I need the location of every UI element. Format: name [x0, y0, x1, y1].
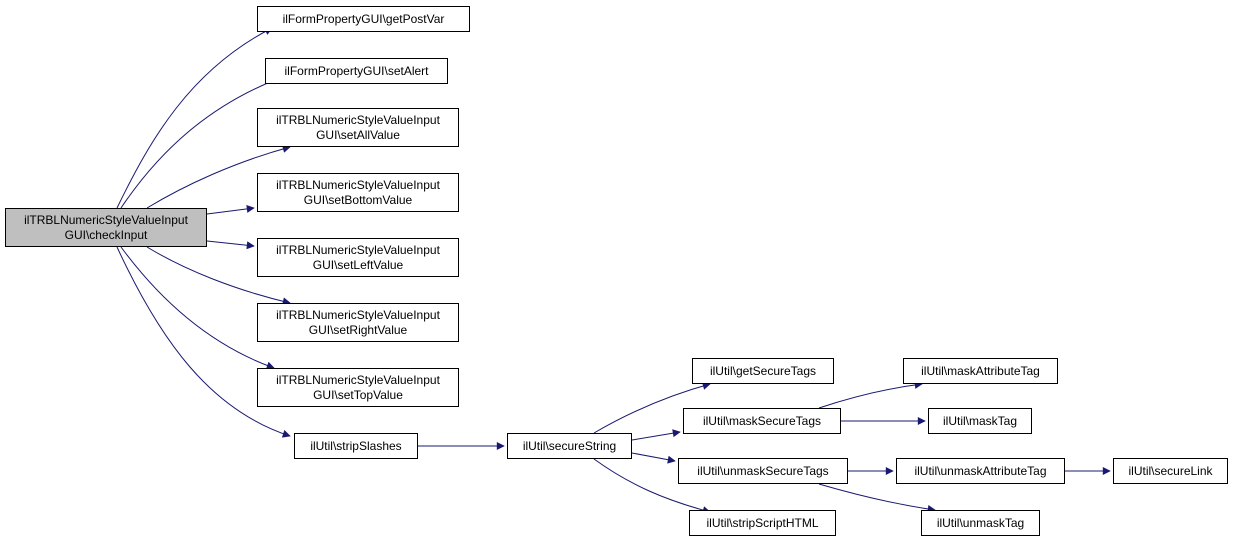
node-label: ilFormPropertyGUI\getPostVar — [282, 11, 445, 26]
node-getsecuretags[interactable]: ilUtil\getSecureTags — [692, 358, 834, 384]
node-maskattributetag[interactable]: ilUtil\maskAttributeTag — [903, 358, 1058, 384]
node-label: ilUtil\unmaskTag — [936, 515, 1025, 530]
node-label-line1: ilTRBLNumericStyleValueInput — [24, 212, 188, 227]
node-label-line1: ilTRBLNumericStyleValueInput — [276, 112, 440, 127]
edge-unmaskSecureTags-to-unmaskTag — [818, 483, 936, 513]
node-stripscripthtml[interactable]: ilUtil\stripScriptHTML — [689, 510, 836, 536]
edge-secureString-to-maskSecureTags — [631, 429, 681, 441]
edge-secureString-to-getSecureTags — [593, 382, 711, 434]
node-stripslashes[interactable]: ilUtil\stripSlashes — [294, 433, 418, 459]
node-securestring[interactable]: ilUtil\secureString — [507, 433, 632, 459]
node-label: ilUtil\unmaskAttributeTag — [914, 463, 1047, 478]
node-label-line2: GUI\setRightValue — [308, 322, 408, 337]
node-unmaskattributetag[interactable]: ilUtil\unmaskAttributeTag — [896, 458, 1065, 484]
node-unmasktag[interactable]: ilUtil\unmaskTag — [921, 510, 1040, 536]
edge-root-to-setTopValue — [120, 246, 275, 370]
node-getpostvar[interactable]: ilFormPropertyGUI\getPostVar — [257, 6, 470, 32]
node-label: ilFormPropertyGUI\setAlert — [284, 63, 429, 78]
node-label: ilUtil\unmaskSecureTags — [697, 463, 829, 478]
edge-root-to-setLeftValue — [206, 240, 255, 250]
node-label-line1: ilTRBLNumericStyleValueInput — [276, 242, 440, 257]
node-label: ilUtil\maskTag — [942, 413, 1017, 428]
node-label: ilUtil\maskSecureTags — [702, 413, 822, 428]
node-label-line1: ilTRBLNumericStyleValueInput — [276, 372, 440, 387]
edge-root-to-setRightValue — [146, 246, 291, 306]
node-masksecuretags[interactable]: ilUtil\maskSecureTags — [683, 408, 841, 434]
node-label-line2: GUI\checkInput — [64, 227, 148, 242]
edge-root-to-setAlert — [120, 76, 281, 209]
edge-maskSecureTags-to-maskAttributeTag — [818, 380, 923, 409]
edge-root-to-stripSlashes — [116, 246, 291, 438]
node-label-line2: GUI\setAllValue — [316, 127, 400, 142]
node-label: ilUtil\stripSlashes — [310, 438, 402, 453]
edge-secureString-to-unmaskSecureTags — [631, 452, 676, 464]
node-securelink[interactable]: ilUtil\secureLink — [1113, 458, 1228, 484]
node-setalert[interactable]: ilFormPropertyGUI\setAlert — [265, 58, 448, 84]
edge-root-to-setBottomValue — [206, 204, 255, 215]
node-label: ilUtil\maskAttributeTag — [921, 363, 1040, 378]
node-label-line1: ilTRBLNumericStyleValueInput — [276, 307, 440, 322]
edge-secureString-to-stripScriptHTML — [593, 458, 711, 515]
node-unmasksecuretags[interactable]: ilUtil\unmaskSecureTags — [678, 458, 848, 484]
edge-root-to-getPostVar — [116, 27, 273, 209]
node-label: ilUtil\stripScriptHTML — [706, 515, 819, 530]
node-label: ilUtil\getSecureTags — [709, 363, 817, 378]
node-masktag[interactable]: ilUtil\maskTag — [928, 408, 1032, 434]
node-label-line2: GUI\setBottomValue — [303, 192, 413, 207]
node-label-line2: GUI\setLeftValue — [312, 257, 404, 272]
edge-root-to-setAllValue — [146, 145, 291, 209]
node-label: ilUtil\secureString — [522, 438, 617, 453]
node-label: ilUtil\secureLink — [1128, 463, 1213, 478]
node-label-line1: ilTRBLNumericStyleValueInput — [276, 177, 440, 192]
node-label-line2: GUI\setTopValue — [313, 387, 403, 402]
